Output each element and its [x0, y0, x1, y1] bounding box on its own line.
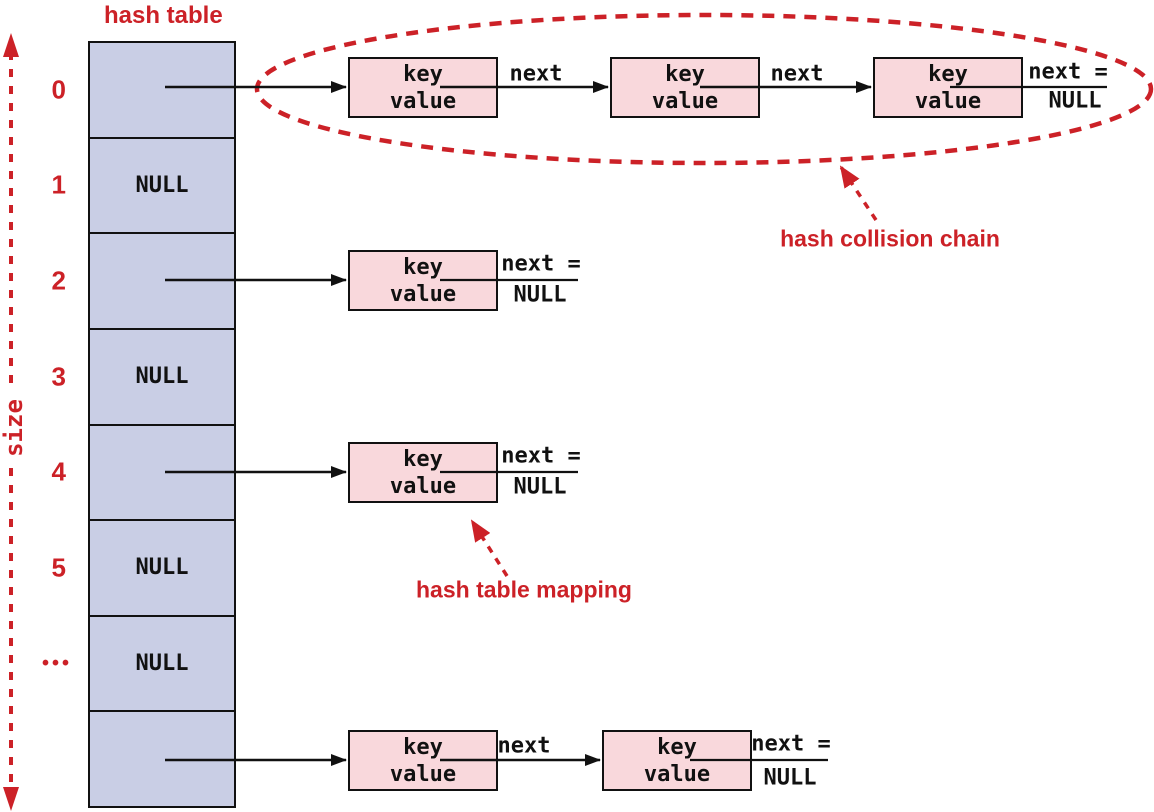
diagram-title: hash table: [104, 2, 223, 29]
null-terminator-label: NULL: [1048, 88, 1102, 114]
next-pointer-label: next: [509, 61, 563, 87]
next-eq-label: next =: [501, 443, 581, 469]
size-axis-label: size: [0, 399, 28, 457]
bucket-value: NULL: [135, 172, 189, 198]
chain-node-r0-3: key value: [873, 57, 1023, 118]
bucket-index: 5: [51, 552, 66, 583]
node-key-label: key: [657, 734, 697, 760]
null-terminator-label: NULL: [513, 474, 567, 500]
node-key-label: key: [665, 61, 705, 87]
bucket-cell-5: 5 NULL: [52, 521, 234, 617]
bucket-value: NULL: [135, 651, 189, 677]
chain-node-r4-1: key value: [348, 442, 498, 503]
node-value-label: value: [643, 761, 711, 787]
null-terminator-label: NULL: [513, 282, 567, 308]
chain-node-r0-1: key value: [348, 57, 498, 118]
next-eq-label: next =: [751, 731, 831, 757]
bucket-index: 2: [51, 265, 66, 296]
bucket-value: NULL: [135, 364, 189, 390]
table-mapping-annotation-arrow: [470, 519, 509, 577]
node-value-label: value: [389, 761, 457, 787]
next-pointer-label: next: [770, 61, 824, 87]
collision-chain-annotation: hash collision chain: [780, 225, 1000, 252]
bucket-index: 3: [51, 361, 66, 392]
node-key-label: key: [403, 734, 443, 760]
bucket-cell-last: [90, 712, 234, 806]
bucket-cell-0: 0: [52, 43, 234, 139]
bucket-cell-3: 3 NULL: [52, 330, 234, 426]
node-key-label: key: [403, 254, 443, 280]
bucket-index: 4: [51, 456, 66, 487]
bucket-cell-1: 1 NULL: [52, 139, 234, 235]
size-arrow-down-head: [3, 787, 19, 811]
next-pointer-label: next: [497, 733, 551, 759]
chain-node-rlast-1: key value: [348, 730, 498, 791]
chain-node-rlast-2: key value: [602, 730, 752, 791]
collision-chain-annotation-arrow: [839, 165, 878, 221]
node-value-label: value: [389, 281, 457, 307]
next-eq-label: next =: [1028, 59, 1108, 85]
node-value-label: value: [914, 88, 982, 114]
size-arrow-up-head: [3, 33, 19, 57]
node-key-label: key: [403, 446, 443, 472]
null-terminator-label: NULL: [763, 765, 817, 791]
bucket-index: 0: [51, 74, 66, 105]
bucket-cell-ellipsis: ••• NULL: [42, 617, 234, 713]
node-value-label: value: [389, 88, 457, 114]
bucket-index: 1: [51, 169, 66, 200]
chain-node-r0-2: key value: [610, 57, 760, 118]
bucket-array: 0 1 NULL 2 3 NULL 4 5 NULL ••• NULL: [42, 41, 236, 808]
next-eq-label: next =: [501, 251, 581, 277]
bucket-cell-2: 2: [52, 234, 234, 330]
node-value-label: value: [651, 88, 719, 114]
node-value-label: value: [389, 473, 457, 499]
chain-node-r2-1: key value: [348, 250, 498, 311]
bucket-index-ellipsis: •••: [41, 652, 72, 675]
node-key-label: key: [403, 61, 443, 87]
bucket-cell-4: 4: [52, 426, 234, 522]
bucket-value: NULL: [135, 555, 189, 581]
node-key-label: key: [928, 61, 968, 87]
table-mapping-annotation: hash table mapping: [416, 576, 632, 603]
